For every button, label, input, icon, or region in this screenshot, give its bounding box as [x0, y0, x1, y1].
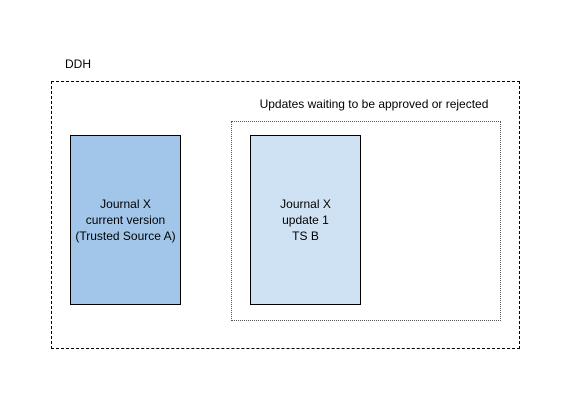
updates-queue-title: Updates waiting to be approved or reject… — [259, 97, 489, 111]
current-card-line-1: Journal X — [100, 197, 151, 211]
journal-update-card: Journal X update 1 TS B — [250, 135, 361, 305]
update-card-line-3: TS B — [292, 229, 319, 243]
journal-current-version-card: Journal X current version (Trusted Sourc… — [70, 135, 181, 305]
current-card-line-2: current version — [85, 213, 166, 227]
updates-queue-container — [231, 121, 501, 321]
update-card-line-2: update 1 — [282, 213, 329, 227]
current-card-line-3: (Trusted Source A) — [75, 229, 176, 243]
update-card-line-1: Journal X — [280, 197, 331, 211]
ddh-title: DDH — [65, 57, 91, 71]
ddh-container — [51, 81, 520, 349]
